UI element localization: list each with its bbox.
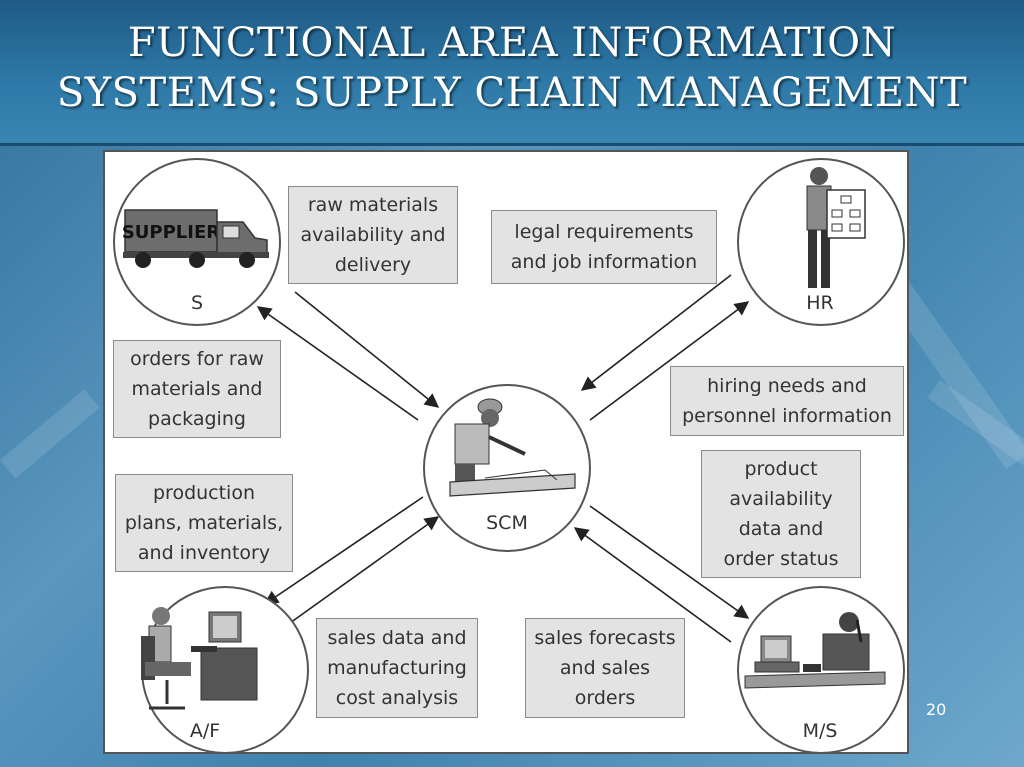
supplier-label: S xyxy=(190,292,204,314)
flow-box-text: production plans, materials, and invento… xyxy=(124,482,284,564)
af-office-worker-icon xyxy=(141,607,258,710)
flow-box-hiring-needs: hiring needs and personnel information xyxy=(670,366,904,436)
flow-arrows xyxy=(256,274,750,643)
ms-phone-worker-icon xyxy=(744,612,886,689)
flow-box-text: orders for raw materials and packaging xyxy=(130,348,264,430)
supplier-truck-icon: SUPPLIER xyxy=(122,209,269,268)
hr-person-icon xyxy=(806,167,866,288)
flow-box-text: legal requirements and job information xyxy=(510,221,698,273)
slide-title-line-1: FUNCTIONAL AREA INFORMATION xyxy=(127,20,897,66)
arrow-scm-to-ms xyxy=(589,505,750,619)
scm-label: SCM xyxy=(486,512,528,534)
arrow-scm-to-supplier xyxy=(256,306,419,421)
flow-box-text: sales data and manufacturing cost analys… xyxy=(327,627,467,709)
arrow-af-to-scm xyxy=(282,516,440,629)
ms-label: M/S xyxy=(802,720,838,742)
page-number: 20 xyxy=(926,700,947,719)
slide-title-line-2: SYSTEMS: SUPPLY CHAIN MANAGEMENT xyxy=(56,70,968,116)
arrow-scm-to-af xyxy=(263,496,424,605)
flow-box-sales-data: sales data and manufacturing cost analys… xyxy=(316,618,478,718)
arrow-supplier-to-scm xyxy=(294,291,440,408)
slide-title: FUNCTIONAL AREA INFORMATION SYSTEMS: SUP… xyxy=(0,18,1024,118)
flow-box-raw-materials: raw materials availability and delivery xyxy=(288,186,458,284)
flow-box-orders-raw-materials: orders for raw materials and packaging xyxy=(113,340,281,438)
arrow-hr-to-scm xyxy=(580,274,732,391)
background-streak xyxy=(0,389,100,479)
scm-engineer-icon xyxy=(449,398,576,497)
arrow-scm-to-hr xyxy=(589,301,750,421)
title-bar: FUNCTIONAL AREA INFORMATION SYSTEMS: SUP… xyxy=(0,0,1024,146)
flow-box-product-availability: product availability data and order stat… xyxy=(701,450,861,578)
af-label: A/F xyxy=(189,720,221,742)
flow-box-sales-forecasts: sales forecasts and sales orders xyxy=(525,618,685,718)
flow-box-legal-requirements: legal requirements and job information xyxy=(491,210,717,284)
arrow-ms-to-scm xyxy=(573,527,732,643)
flow-box-production-plans: production plans, materials, and invento… xyxy=(115,474,293,572)
supplier-truck-text: SUPPLIER xyxy=(122,222,220,243)
flow-box-text: hiring needs and personnel information xyxy=(682,375,892,427)
flow-box-text: raw materials availability and delivery xyxy=(300,194,446,276)
flow-box-text: sales forecasts and sales orders xyxy=(534,627,676,709)
diagram-panel: SUPPLIER S HR SCM xyxy=(103,150,909,754)
flow-box-text: product availability data and order stat… xyxy=(723,458,839,570)
scm-node xyxy=(423,384,591,552)
hr-label: HR xyxy=(806,292,834,314)
